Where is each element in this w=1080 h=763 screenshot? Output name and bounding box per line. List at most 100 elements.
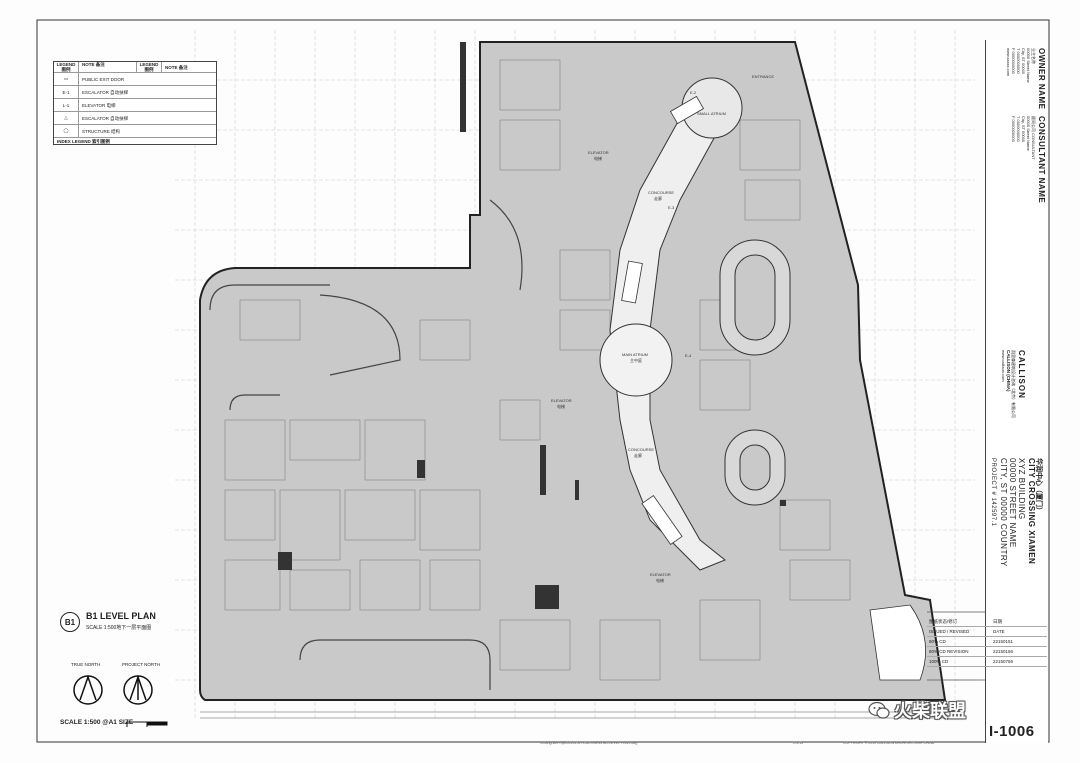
label-elevator-2-cn: 电梯 bbox=[557, 404, 565, 409]
escalator-tag-icon: E-1 bbox=[54, 86, 79, 98]
revision-header-en: ISSUED / REVISED DATE bbox=[927, 627, 1047, 637]
revision-date: 22150151 bbox=[993, 639, 1014, 644]
oval-ramps bbox=[719, 239, 791, 506]
plan-title: B1 LEVEL PLAN bbox=[86, 611, 156, 621]
project-north-label: PROJECT NORTH bbox=[122, 662, 161, 667]
street-address: 00000 STREET NAME bbox=[1008, 458, 1017, 548]
label-elevator-1-cn: 电梯 bbox=[594, 156, 602, 161]
legend-header-col2: NOTE 备注 bbox=[79, 62, 137, 72]
consultant-line: 00000 Street Name bbox=[1026, 116, 1031, 151]
wechat-icon bbox=[868, 701, 890, 719]
escalator-arrow-icon: △ bbox=[54, 112, 79, 124]
owner-line: 00000 Street Name bbox=[1026, 48, 1031, 83]
owner-line: www.xxxxx.com bbox=[1006, 48, 1011, 77]
owner-line: F 0000000000 bbox=[1011, 48, 1016, 74]
firm-line: CALLISON (CHINA) bbox=[1006, 350, 1011, 392]
plan-scale-note: SCALE 1:500地下一层平面图 bbox=[86, 625, 152, 631]
true-north-label: TRUE NORTH bbox=[71, 662, 101, 667]
scale-bar-label: SCALE 1:500 @A1 SIZE bbox=[60, 719, 134, 726]
revision-table: 图纸状态/修订 日期 ISSUED / REVISED DATE 80% CD … bbox=[927, 617, 1047, 667]
project-number: PROJECT # 142597.1 bbox=[990, 458, 996, 527]
dimension-ticks bbox=[200, 711, 960, 719]
label-elevator-1: ELEVATOR bbox=[588, 150, 609, 155]
sheet-number: I-1006 bbox=[989, 723, 1035, 740]
owner-line: City, ST 00000 bbox=[1021, 48, 1026, 75]
firm-logo: CALLISON bbox=[1017, 350, 1026, 399]
label-main-atrium: MAIN ATRIUM bbox=[622, 352, 648, 357]
footer-copyright: COPYRIGHT © 2010 CALLISON ARCHITECTURE C… bbox=[843, 741, 935, 745]
watermark-text: 火柴联盟 bbox=[894, 701, 966, 721]
label-e3: E-3 bbox=[668, 205, 675, 210]
legend-row-text: ESCALATOR 自动扶梯 bbox=[82, 115, 129, 121]
legend-symbol-label: L-1 bbox=[62, 102, 70, 108]
corner-stair bbox=[869, 604, 926, 681]
revision-header-date-en: DATE bbox=[993, 629, 1005, 634]
parking-ramps bbox=[209, 199, 523, 690]
label-concourse-2: CONCOURSE bbox=[628, 447, 655, 452]
escalators bbox=[621, 95, 705, 546]
legend-symbol-label: E-1 bbox=[62, 89, 70, 95]
legend-header-col1: LEGEND 图例 bbox=[54, 62, 79, 72]
label-elevator-2: ELEVATOR bbox=[551, 398, 572, 403]
label-concourse-1-cn: 走廊 bbox=[654, 196, 662, 201]
scale-bar bbox=[126, 721, 168, 727]
firm-line: www.callison.com bbox=[1001, 350, 1006, 382]
legend-row: L-1 ELEVATOR 电梯 bbox=[54, 99, 216, 112]
building-name: XYZ BUILDING bbox=[1017, 458, 1026, 520]
title-block: OWNER NAME 业主名称 00000 Street Name City, … bbox=[985, 40, 1048, 743]
label-e4: E-4 bbox=[685, 353, 692, 358]
owner-line: T 0000000000 bbox=[1016, 48, 1021, 74]
revision-header-status-en: ISSUED / REVISED bbox=[929, 629, 970, 634]
legend-row-text: ELEVATOR 电梯 bbox=[82, 102, 116, 108]
revision-status: 80% CD REVISION bbox=[929, 649, 969, 654]
structure-circle-icon: ◯ bbox=[54, 125, 79, 137]
building-footprint bbox=[199, 41, 947, 701]
footer-date: 2-3-13 bbox=[793, 741, 804, 745]
legend-row-text: STRUCTURE 结构 bbox=[82, 128, 120, 134]
label-concourse-2-cn: 走廊 bbox=[634, 453, 642, 458]
project-north-arrow bbox=[123, 674, 153, 705]
legend-table: LEGEND 图例 NOTE 备注 LEGEND 图例 NOTE 备注 ▭ PU… bbox=[53, 61, 217, 145]
legend-row: E-1 ESCALATOR 自动扶梯 bbox=[54, 86, 216, 99]
legend-row: ◯ STRUCTURE 结构 bbox=[54, 125, 216, 138]
revision-date: 22150156 bbox=[993, 649, 1014, 654]
label-concourse-1: CONCOURSE bbox=[648, 190, 675, 195]
concourse-corridor bbox=[609, 99, 736, 571]
dark-cores bbox=[278, 42, 786, 609]
sheet-border bbox=[36, 19, 1050, 743]
label-elevator-3: ELEVATOR bbox=[650, 572, 671, 577]
watermark: 火柴联盟 bbox=[868, 697, 966, 723]
revision-row: 80% CD 22150151 bbox=[927, 637, 1047, 647]
revision-date: 22150756 bbox=[993, 659, 1014, 664]
label-entrance: ENTRANCE bbox=[752, 74, 775, 79]
consultant-line: F 0000000000 bbox=[1011, 116, 1016, 142]
revision-status: 80% CD bbox=[929, 639, 946, 644]
city-address: CITY, ST 00000 COUNTRY bbox=[999, 458, 1008, 567]
exit-door-icon: ▭ bbox=[54, 73, 79, 85]
legend-footer: INDEX LEGEND 索引图例 bbox=[57, 139, 111, 144]
legend-row: △ ESCALATOR 自动扶梯 bbox=[54, 112, 216, 125]
owner-heading: OWNER NAME bbox=[1037, 48, 1046, 110]
label-elevator-3-cn: 电梯 bbox=[656, 578, 664, 583]
consultant-heading: CONSULTANT NAME bbox=[1037, 116, 1046, 204]
revision-header-date: 日期 bbox=[993, 618, 1002, 624]
true-north-arrow bbox=[73, 674, 103, 705]
revision-row: 80% CD REVISION 22150156 bbox=[927, 647, 1047, 657]
legend-header: LEGEND 图例 NOTE 备注 LEGEND 图例 NOTE 备注 bbox=[54, 62, 216, 73]
legend-row-text: ESCALATOR 自动扶梯 bbox=[82, 89, 129, 95]
revision-header: 图纸状态/修订 日期 bbox=[927, 617, 1047, 627]
legend-header-col3: LEGEND 图例 bbox=[137, 62, 162, 72]
elevator-tag-icon: L-1 bbox=[54, 99, 79, 111]
revision-header-status: 图纸状态/修订 bbox=[929, 618, 958, 624]
main-atrium-circle bbox=[599, 323, 673, 397]
label-small-atrium: SMALL ATRIUM bbox=[697, 111, 726, 116]
label-e2: E-2 bbox=[690, 90, 697, 95]
footer-file-path: \\shanghai\Projects\142597\CAD\Interior\… bbox=[540, 741, 638, 745]
consultant-line: T 0000000000 bbox=[1016, 116, 1021, 142]
legend-header-col4: NOTE 备注 bbox=[165, 64, 188, 70]
legend-row-text: PUBLIC EXIT DOOR bbox=[82, 76, 125, 82]
label-main-atrium-cn: 主中庭 bbox=[630, 358, 642, 363]
legend-row: ▭ PUBLIC EXIT DOOR bbox=[54, 73, 216, 86]
